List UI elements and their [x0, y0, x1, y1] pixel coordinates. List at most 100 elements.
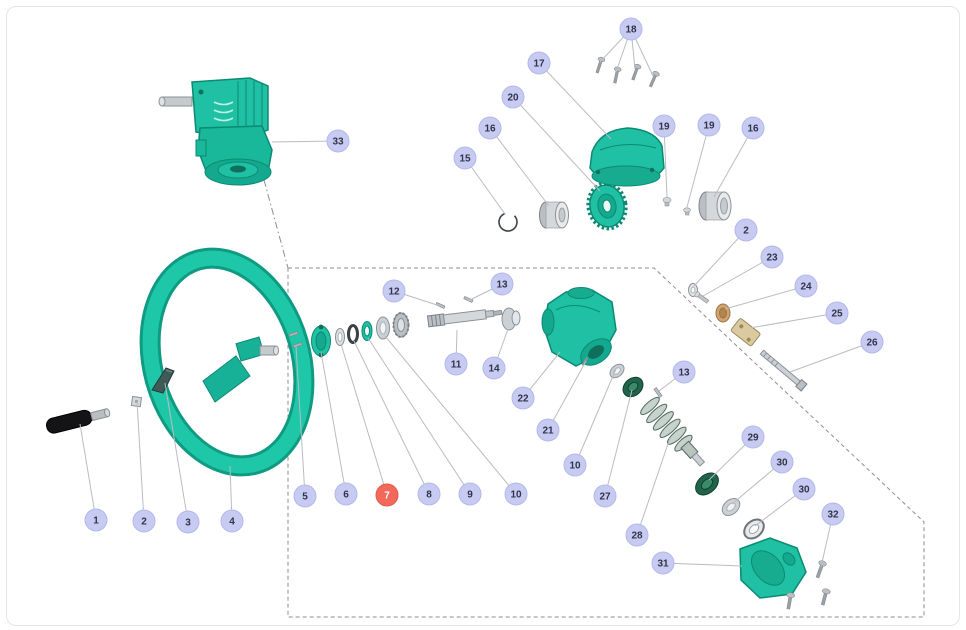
balloon-number: 28	[631, 531, 643, 542]
part-grip-handle	[46, 408, 111, 434]
part-washer-30a	[721, 498, 741, 516]
balloon-30[interactable]: 30	[792, 477, 816, 501]
part-green-ring-29	[695, 472, 719, 496]
part-screw-13b	[653, 387, 663, 398]
balloon-circle	[821, 502, 845, 526]
balloon-12[interactable]: 12	[382, 279, 406, 303]
balloon-20[interactable]: 20	[501, 85, 525, 109]
balloon-8[interactable]: 8	[417, 482, 441, 506]
balloon-circle	[527, 51, 551, 75]
balloon-number: 19	[658, 122, 670, 133]
balloon-circle	[417, 482, 441, 506]
balloon-number: 32	[827, 510, 839, 521]
balloon-27[interactable]: 27	[593, 484, 617, 508]
balloon-circle	[792, 477, 816, 501]
balloon-4[interactable]: 4	[220, 509, 244, 533]
balloon-number: 24	[800, 282, 812, 293]
part-pins-5	[288, 331, 303, 349]
balloon-9[interactable]: 9	[458, 482, 482, 506]
balloon-24[interactable]: 24	[794, 274, 818, 298]
balloon-18[interactable]: 18	[619, 17, 643, 41]
balloon-1[interactable]: 1	[84, 508, 108, 532]
balloon-25[interactable]: 25	[825, 301, 849, 325]
balloon-16[interactable]: 16	[478, 116, 502, 140]
balloon-3[interactable]: 3	[176, 510, 200, 534]
leader-line-2	[136, 400, 145, 522]
balloon-number: 13	[678, 368, 690, 379]
part-washer-9	[361, 321, 373, 341]
leader-line-2	[693, 229, 747, 287]
balloon-32[interactable]: 32	[821, 502, 845, 526]
part-splined-shaft	[426, 309, 503, 328]
balloon-31[interactable]: 31	[651, 551, 675, 575]
leader-line-25	[749, 312, 838, 329]
balloon-30[interactable]: 30	[770, 450, 794, 474]
balloon-number: 30	[798, 485, 810, 496]
balloon-22[interactable]: 22	[511, 386, 535, 410]
balloon-number: 18	[625, 25, 637, 36]
balloon-13[interactable]: 13	[490, 272, 514, 296]
balloon-circle	[220, 509, 244, 533]
part-flange-plate	[311, 324, 331, 358]
balloon-10[interactable]: 10	[504, 482, 528, 506]
part-plate-25	[730, 318, 761, 347]
balloon-number: 21	[542, 426, 554, 437]
balloon-17[interactable]: 17	[527, 51, 551, 75]
balloon-2[interactable]: 2	[734, 218, 758, 242]
leader-line-19	[663, 125, 668, 198]
balloon-number: 10	[569, 461, 581, 472]
balloon-16[interactable]: 16	[741, 116, 765, 140]
leader-line-8	[353, 340, 430, 495]
balloon-number: 22	[517, 394, 529, 405]
balloon-number: 30	[776, 458, 788, 469]
balloon-5[interactable]: 5	[293, 484, 317, 508]
leader-line-21	[547, 360, 587, 431]
balloon-6[interactable]: 6	[334, 482, 358, 506]
balloon-number: 12	[388, 287, 400, 298]
balloon-7-highlighted[interactable]: 7	[375, 483, 399, 507]
balloon-13[interactable]: 13	[672, 360, 696, 384]
balloon-21[interactable]: 21	[536, 418, 560, 442]
balloon-11[interactable]: 11	[444, 352, 468, 376]
balloon-circle	[293, 484, 317, 508]
balloon-2[interactable]: 2	[132, 509, 156, 533]
balloon-33[interactable]: 33	[326, 129, 350, 153]
balloon-number: 5	[302, 492, 308, 503]
part-lever-blade	[151, 367, 175, 394]
part-lower-housing	[541, 287, 617, 367]
balloon-15[interactable]: 15	[453, 146, 477, 170]
leader-line-1	[79, 423, 97, 521]
balloon-number: 3	[185, 518, 191, 529]
balloon-number: 8	[426, 490, 432, 501]
balloon-circle	[453, 146, 477, 170]
balloon-number: 2	[141, 517, 147, 528]
balloon-number: 16	[484, 124, 496, 135]
balloon-23[interactable]: 23	[760, 245, 784, 269]
balloon-number: 33	[332, 137, 344, 148]
balloon-number: 20	[507, 93, 519, 104]
balloon-19[interactable]: 19	[697, 113, 721, 137]
part-square-nut	[130, 395, 143, 408]
part-pin-23	[694, 291, 710, 304]
balloon-circle	[536, 418, 560, 442]
balloon-circle	[511, 386, 535, 410]
balloon-26[interactable]: 26	[860, 330, 884, 354]
balloon-14[interactable]: 14	[482, 356, 506, 380]
balloon-circle	[444, 352, 468, 376]
leader-line-28	[636, 437, 671, 536]
balloon-19[interactable]: 19	[652, 114, 676, 138]
leader-line-9	[367, 337, 471, 495]
part-screw-32	[815, 560, 827, 579]
balloon-number: 23	[766, 253, 778, 264]
balloon-10[interactable]: 10	[563, 453, 587, 477]
part-bearing-10	[376, 312, 410, 340]
balloon-circle	[482, 356, 506, 380]
balloon-28[interactable]: 28	[625, 523, 649, 547]
parts-layer	[46, 56, 925, 618]
balloon-29[interactable]: 29	[741, 425, 765, 449]
part-washer-output	[609, 363, 625, 379]
leader-line-6	[320, 351, 347, 495]
part-cover-screws	[786, 588, 831, 610]
